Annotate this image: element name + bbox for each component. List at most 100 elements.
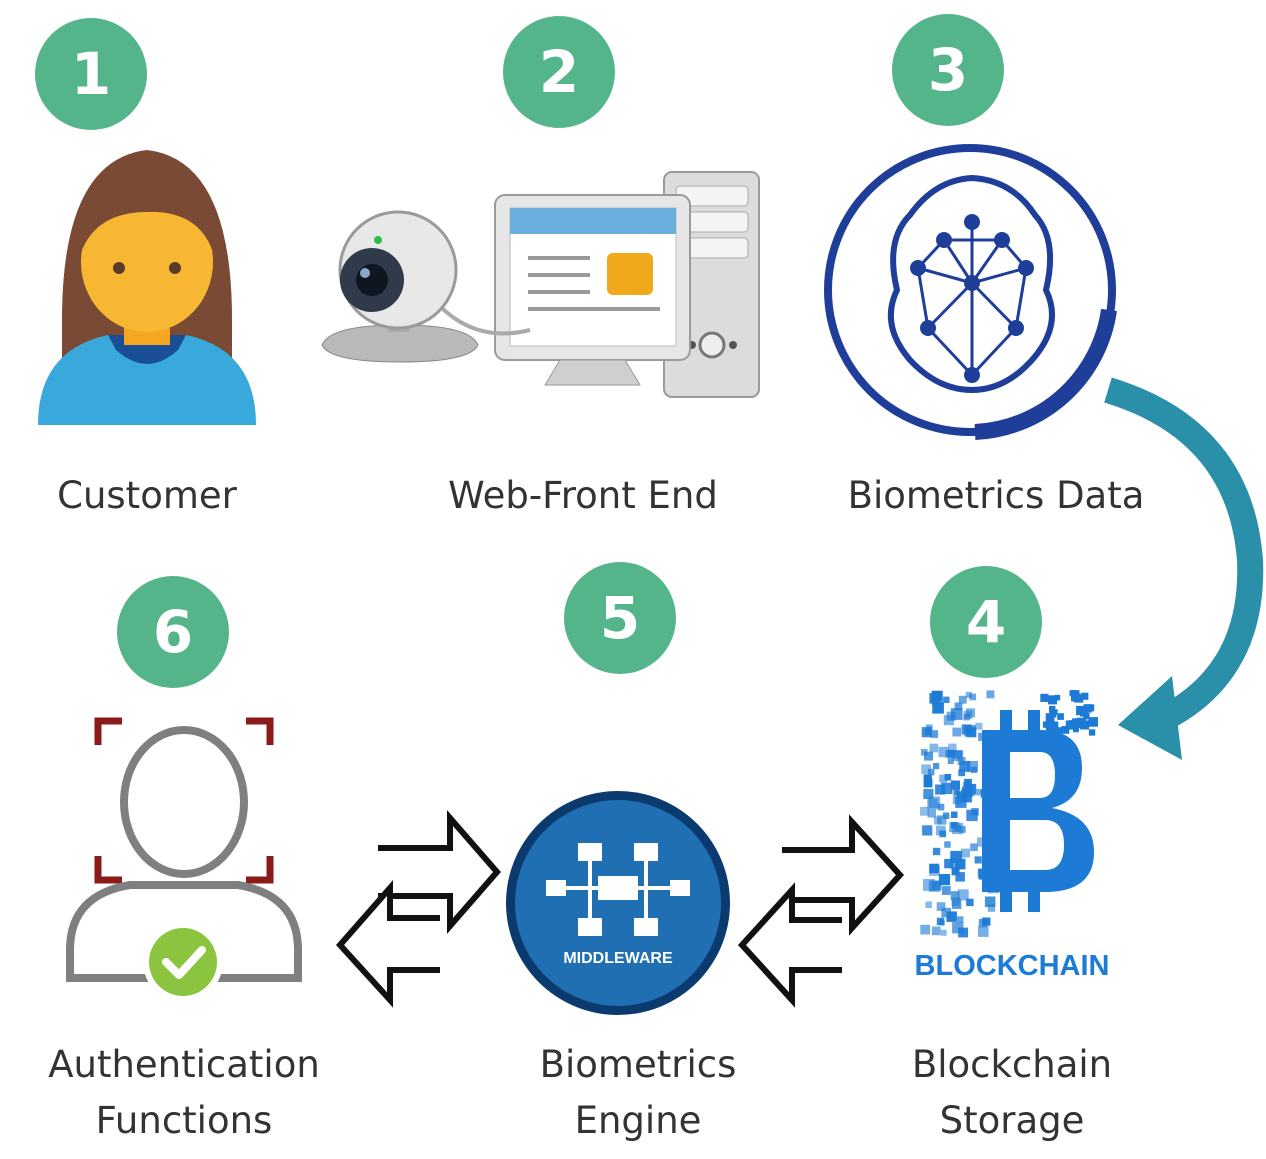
blockchain-pixel xyxy=(944,774,952,781)
blockchain-pixel xyxy=(941,782,953,795)
blockchain-pixel xyxy=(952,727,962,737)
blockchain-pixel xyxy=(944,858,954,869)
blockchain-pixel xyxy=(920,806,929,816)
blockchain-pixel xyxy=(957,916,964,923)
middleware-wordmark: MIDDLEWARE xyxy=(563,950,673,967)
blockchain-pixel xyxy=(1057,713,1064,720)
blockchain-pixel xyxy=(971,808,979,816)
blockchain-pixel xyxy=(931,926,941,936)
blockchain-pixel xyxy=(958,927,968,938)
label-biometrics-engine-line1: Biometrics xyxy=(539,1043,737,1086)
blockchain-pixel xyxy=(923,774,932,783)
exchange-arrows-right-icon xyxy=(737,814,905,1008)
blockchain-pixel xyxy=(961,848,970,858)
blockchain-pixel xyxy=(924,751,933,761)
blockchain-pixel xyxy=(946,911,957,922)
blockchain-pixel xyxy=(959,826,966,833)
blockchain-pixel xyxy=(958,769,966,777)
step-badge-5: 5 xyxy=(564,562,676,674)
step-badge-6: 6 xyxy=(117,576,229,688)
blockchain-pixel xyxy=(927,798,938,810)
webcam-computer-icon xyxy=(321,171,760,398)
blockchain-pixel xyxy=(969,693,977,701)
blockchain-pixel xyxy=(978,926,989,937)
blockchain-pixel xyxy=(923,788,934,799)
blockchain-pixel xyxy=(951,867,960,876)
blockchain-pixel xyxy=(953,789,960,796)
user-verified-icon xyxy=(66,717,302,1002)
blockchain-pixel xyxy=(936,917,945,926)
blockchain-pixel xyxy=(937,803,945,811)
blockchain-pixel xyxy=(1061,726,1068,733)
blockchain-pixel xyxy=(920,924,930,935)
blockchain-pixel xyxy=(964,725,976,737)
blockchain-pixel xyxy=(925,901,932,908)
blockchain-pixel xyxy=(964,785,976,797)
blockchain-pixel xyxy=(929,693,940,704)
blockchain-pixel xyxy=(955,872,965,882)
blockchain-pixel xyxy=(940,929,947,936)
blockchain-pixel xyxy=(924,728,932,736)
blockchain-pixel xyxy=(1047,695,1055,703)
blockchain-pixel xyxy=(937,815,947,825)
blockchain-pixel xyxy=(967,761,978,772)
blockchain-pixel xyxy=(950,858,961,869)
blockchain-pixel xyxy=(932,702,944,714)
middleware-icon: MIDDLEWARE xyxy=(506,791,730,1015)
label-biometrics-data: Biometrics Data xyxy=(847,474,1145,517)
blockchain-pixel xyxy=(1049,720,1055,726)
blockchain-pixel xyxy=(941,907,951,918)
blockchain-pixel xyxy=(927,768,935,776)
blockchain-pixel xyxy=(984,896,996,907)
blockchain-pixel xyxy=(921,764,931,775)
blockchain-pixel xyxy=(929,743,939,753)
blockchain-pixel xyxy=(986,690,995,699)
blockchain-pixel xyxy=(1083,712,1090,720)
curved-arrow-icon xyxy=(1104,377,1264,760)
blockchain-pixel xyxy=(963,793,972,803)
blockchain-pixel xyxy=(957,889,969,901)
blockchain-pixel xyxy=(925,724,933,732)
blockchain-pixel xyxy=(958,695,967,704)
blockchain-pixel xyxy=(987,904,996,912)
blockchain-pixel xyxy=(976,788,983,796)
blockchain-pixel xyxy=(950,708,963,720)
blockchain-pixel xyxy=(1080,708,1088,717)
label-customer: Customer xyxy=(57,474,237,517)
blockchain-pixel xyxy=(932,847,941,856)
step-badge-4: 4 xyxy=(930,566,1042,678)
blockchain-pixel xyxy=(931,881,942,891)
blockchain-pixel xyxy=(936,902,946,911)
face-scan-icon xyxy=(824,144,1117,440)
blockchain-pixel xyxy=(950,780,960,790)
blockchain-pixel xyxy=(959,760,971,772)
blockchain-pixel xyxy=(923,778,933,788)
blockchain-pixel xyxy=(965,691,972,698)
blockchain-pixel xyxy=(923,879,935,891)
blockchain-pixel xyxy=(1054,694,1061,701)
blockchain-pixel xyxy=(950,850,963,863)
blockchain-pixel xyxy=(938,746,949,758)
blockchain-pixel xyxy=(948,743,957,752)
label-authentication-line1: Authentication xyxy=(48,1043,320,1086)
exchange-arrows-left-icon xyxy=(335,809,501,1008)
blockchain-pixel xyxy=(1069,690,1076,697)
blockchain-pixel xyxy=(927,809,936,818)
blockchain-pixel xyxy=(1053,727,1062,736)
blockchain-pixel xyxy=(1046,723,1055,733)
blockchain-pixel xyxy=(1071,694,1078,702)
blockchain-pixel xyxy=(943,715,954,726)
blockchain-pixel xyxy=(964,778,972,787)
blockchain-pixel xyxy=(930,730,939,738)
label-web-front-end: Web-Front End xyxy=(448,474,718,517)
blockchain-pixel xyxy=(951,821,958,828)
blockchain-pixel xyxy=(1080,720,1090,730)
blockchain-pixel xyxy=(935,784,946,795)
step-badge-1: 1 xyxy=(35,18,147,130)
step-badge-2: 2 xyxy=(503,16,615,128)
blockchain-pixel xyxy=(950,891,960,900)
blockchain-pixel xyxy=(933,763,940,770)
blockchain-pixel xyxy=(943,696,950,703)
blockchain-pixel xyxy=(1076,717,1083,724)
